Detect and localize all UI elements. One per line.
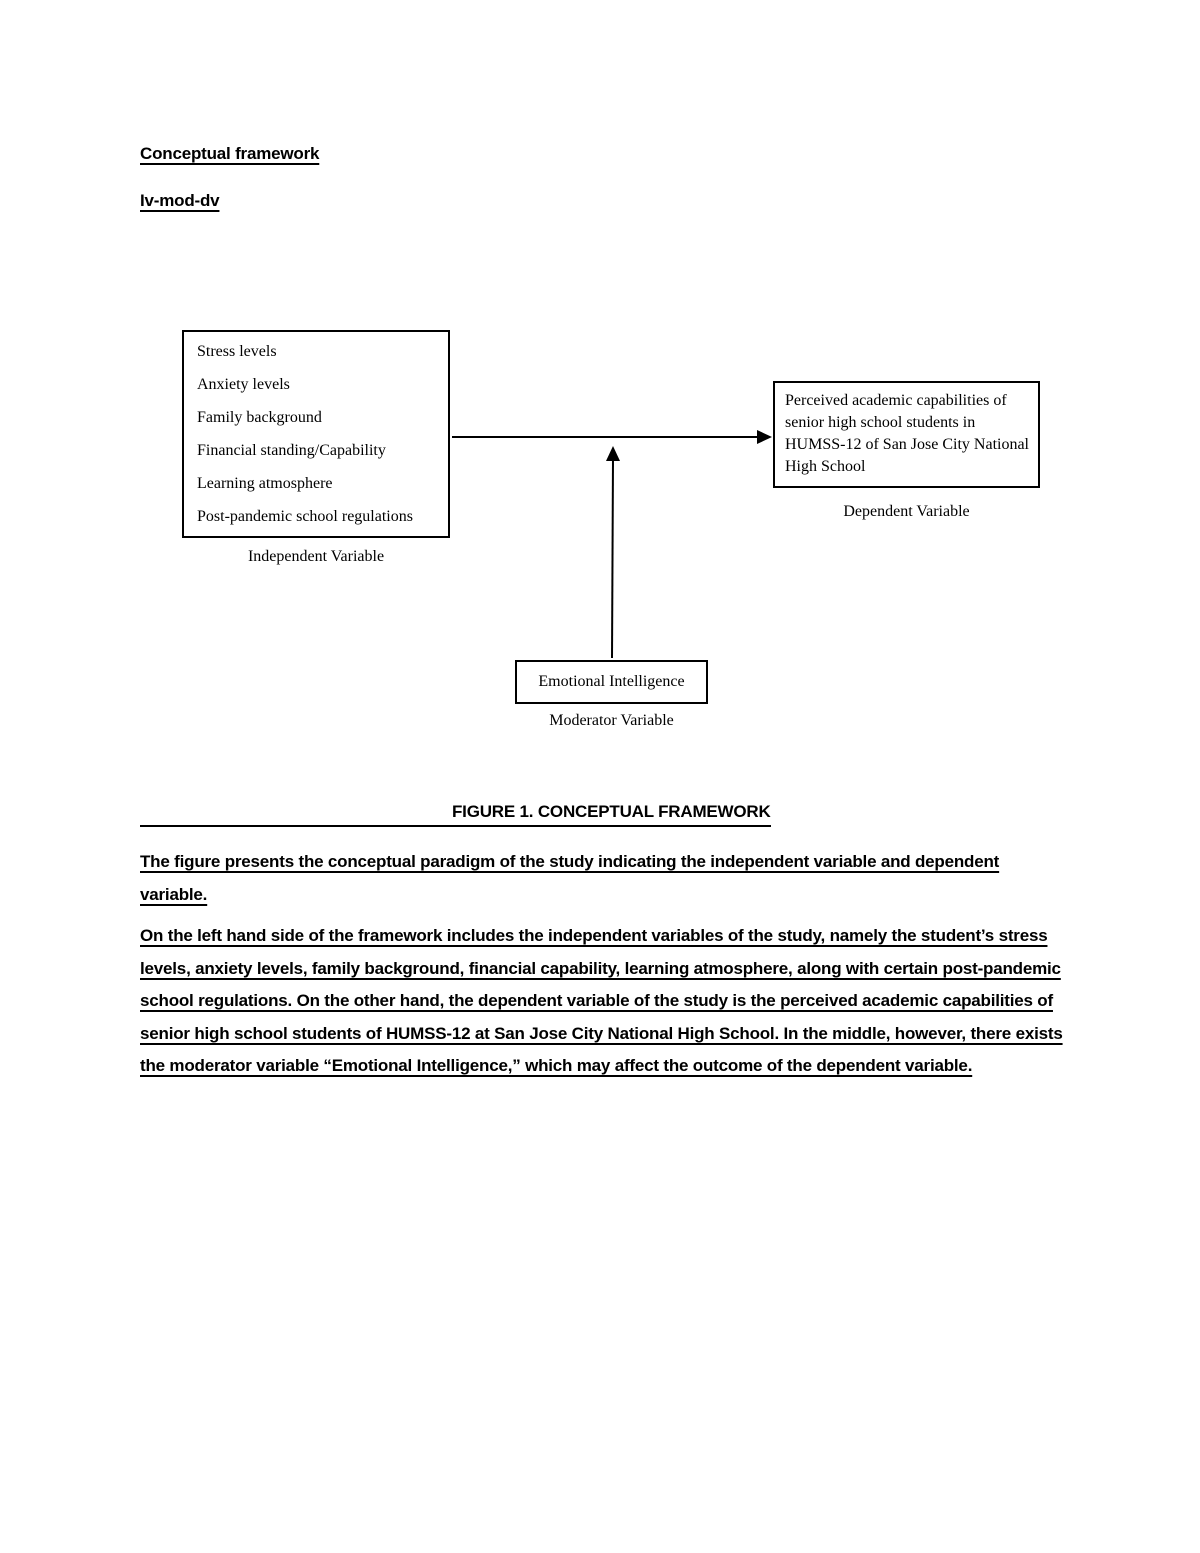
independent-variable-item: Stress levels	[197, 343, 277, 360]
independent-variable-item: Financial standing/Capability	[197, 442, 386, 459]
independent-variable-item: Anxiety levels	[197, 376, 290, 393]
independent-variable-item: Family background	[197, 409, 322, 426]
figure-caption: FIGURE 1. CONCEPTUAL FRAMEWORK	[140, 802, 1060, 827]
doc-title: Conceptual framework	[140, 144, 320, 163]
body-paragraph-2: On the left hand side of the framework i…	[140, 926, 1063, 1075]
body-paragraph-1: The figure presents the conceptual parad…	[140, 852, 1000, 904]
independent-variable-item: Learning atmosphere	[197, 475, 333, 492]
doc-subtitle: Iv-mod-dv	[140, 191, 220, 210]
moderator-arrow-line	[611, 457, 614, 659]
dependent-variable-label: Dependent Variable	[843, 503, 970, 520]
figure-caption-text: FIGURE 1. CONCEPTUAL FRAMEWORK	[452, 802, 771, 827]
moderator-box: Emotional Intelligence	[515, 660, 708, 704]
caption-underline-filler	[140, 802, 452, 827]
dependent-variable-box: Perceived academic capabilities of senio…	[773, 381, 1040, 488]
moderator-variable-label: Moderator Variable	[549, 712, 674, 729]
iv-to-dv-arrowhead-icon	[757, 430, 772, 444]
independent-variable-item: Post-pandemic school regulations	[197, 508, 413, 525]
independent-variable-label: Independent Variable	[247, 548, 385, 565]
moderator-arrowhead-icon	[606, 446, 620, 461]
